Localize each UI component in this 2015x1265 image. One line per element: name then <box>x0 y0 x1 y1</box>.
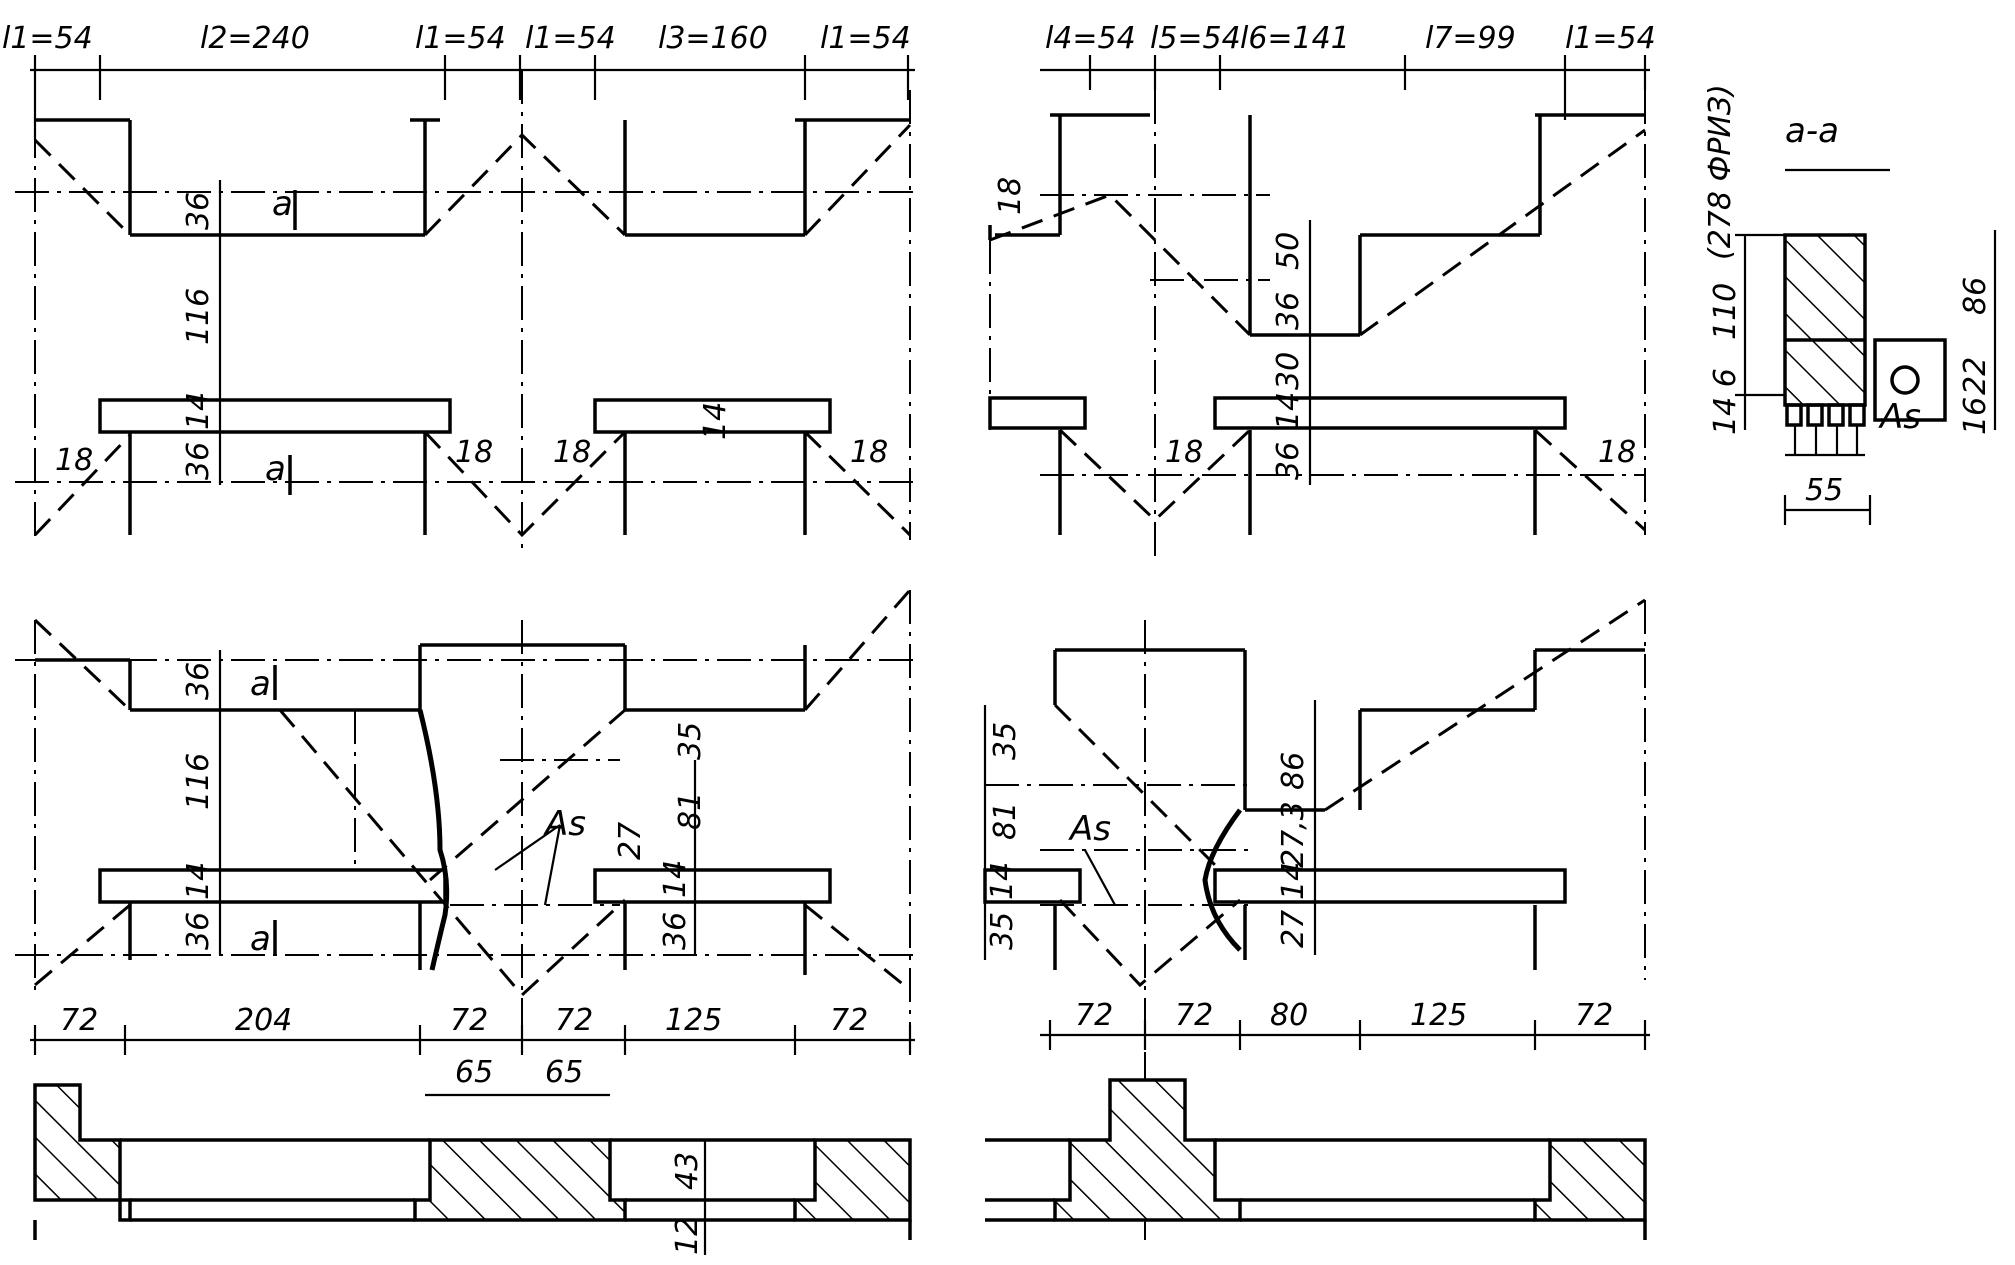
section-mark-a-bottom: a <box>265 449 286 489</box>
rdim-86: 86 <box>1276 752 1311 790</box>
angle-18-2: 18 <box>455 435 493 470</box>
rebar-label-bl: As <box>543 804 586 844</box>
plan-dim-72-c: 72 <box>1575 998 1613 1033</box>
angle-18-4: 18 <box>850 435 888 470</box>
plan-height-12: 12 <box>670 1217 705 1255</box>
left-dim-18: 18 <box>993 177 1028 215</box>
plan-dim-125: 125 <box>1410 998 1467 1033</box>
span-label-6: l1=54 <box>820 21 911 56</box>
vdim-30: 30 <box>1271 352 1306 390</box>
rdim-14: 14 <box>658 860 693 898</box>
ldim-14: 14 <box>985 862 1020 900</box>
vdim-116: 116 <box>181 753 216 810</box>
bottom-left-elevation: 36 116 14 36 a a As 35 81 27 14 36 72 20… <box>15 589 915 1255</box>
plan-dim-72-d: 72 <box>830 1003 868 1038</box>
ldim-35: 35 <box>988 722 1023 760</box>
rdim-27: 27 <box>1276 910 1311 948</box>
span-label-l5: l5=54 <box>1150 21 1241 56</box>
rdim-27: 27 <box>613 822 648 860</box>
angle-18-a: 18 <box>1165 435 1203 470</box>
span-label-5: l3=160 <box>658 21 768 56</box>
dim-22: 22 <box>1958 357 1993 395</box>
plan-dim-72-a: 72 <box>1075 998 1113 1033</box>
span-label-3: l1=54 <box>415 21 506 56</box>
rebar-label-br: As <box>1068 809 1111 849</box>
span-label-l6: l6=141 <box>1240 21 1350 56</box>
plan-dim-125: 125 <box>665 1003 722 1038</box>
side-note: (278 ФРИЗ) <box>1703 84 1738 260</box>
vdim-50: 50 <box>1271 232 1306 270</box>
vdim-36-bottom: 36 <box>1271 442 1306 480</box>
span-label-l4: l4=54 <box>1045 21 1136 56</box>
rdim-36: 36 <box>658 912 693 950</box>
vdim-116: 116 <box>181 288 216 345</box>
top-left-elevation: l1=54 l2=240 l1=54 l1=54 l3=160 l1=54 <box>2 21 915 550</box>
plan-sub-65-a: 65 <box>455 1055 493 1090</box>
plan-height-43: 43 <box>670 1152 705 1190</box>
vdim-36-top: 36 <box>181 192 216 230</box>
span-label-1: l1=54 <box>2 21 93 56</box>
dim-86: 86 <box>1958 277 1993 315</box>
angle-18-b: 18 <box>1598 435 1636 470</box>
small-dim-14: 14 <box>698 402 733 440</box>
span-label-4: l1=54 <box>525 21 616 56</box>
vdim-36-bottom: 36 <box>181 442 216 480</box>
ldim-81: 81 <box>988 802 1023 840</box>
vdim-36: 36 <box>181 662 216 700</box>
section-mark-a-top: a <box>250 664 271 704</box>
bottom-right-elevation: 35 81 14 35 As 86 27,3 14 27 72 72 80 12… <box>983 598 1650 1240</box>
plan-dim-80: 80 <box>1270 998 1308 1033</box>
section-mark-a-bottom: a <box>250 919 271 959</box>
rdim-35: 35 <box>673 722 708 760</box>
section-mark-a-top: a <box>272 184 293 224</box>
vdim-36: 36 <box>1271 292 1306 330</box>
rdim-14: 14 <box>1276 862 1311 900</box>
dim-110: 110 <box>1708 283 1743 340</box>
plan-dim-72-a: 72 <box>60 1003 98 1038</box>
vdim-14: 14 <box>1271 392 1306 430</box>
rdim-81: 81 <box>673 792 708 830</box>
plan-sub-65-b: 65 <box>545 1055 583 1090</box>
plan-dim-72-c: 72 <box>555 1003 593 1038</box>
ldim-35-bottom: 35 <box>985 912 1020 950</box>
angle-18-1: 18 <box>55 443 93 478</box>
section-a-a: a-a (278 ФРИЗ) 110 14 6 55 As <box>1703 84 1997 525</box>
plan-dim-204: 204 <box>235 1003 292 1038</box>
vdim-36-bottom: 36 <box>181 912 216 950</box>
dim-16: 16 <box>1958 397 1993 435</box>
span-label-l7: l7=99 <box>1425 21 1516 56</box>
rebar-label-aa: As <box>1878 397 1921 437</box>
plan-dim-72-b: 72 <box>1175 998 1213 1033</box>
plan-dim-72-b: 72 <box>450 1003 488 1038</box>
dim-width-55: 55 <box>1805 473 1843 508</box>
angle-18-3: 18 <box>553 435 591 470</box>
span-label-l1: l1=54 <box>1565 21 1656 56</box>
rdim-27-3: 27,3 <box>1276 801 1311 868</box>
dim-14-6: 14 6 <box>1708 368 1743 435</box>
span-label-2: l2=240 <box>200 21 310 56</box>
vdim-14: 14 <box>181 392 216 430</box>
section-title: a-a <box>1785 111 1839 151</box>
vdim-14: 14 <box>181 862 216 900</box>
top-right-elevation: l4=54 l5=54 l6=141 l7=99 l1=54 <box>988 21 1656 560</box>
